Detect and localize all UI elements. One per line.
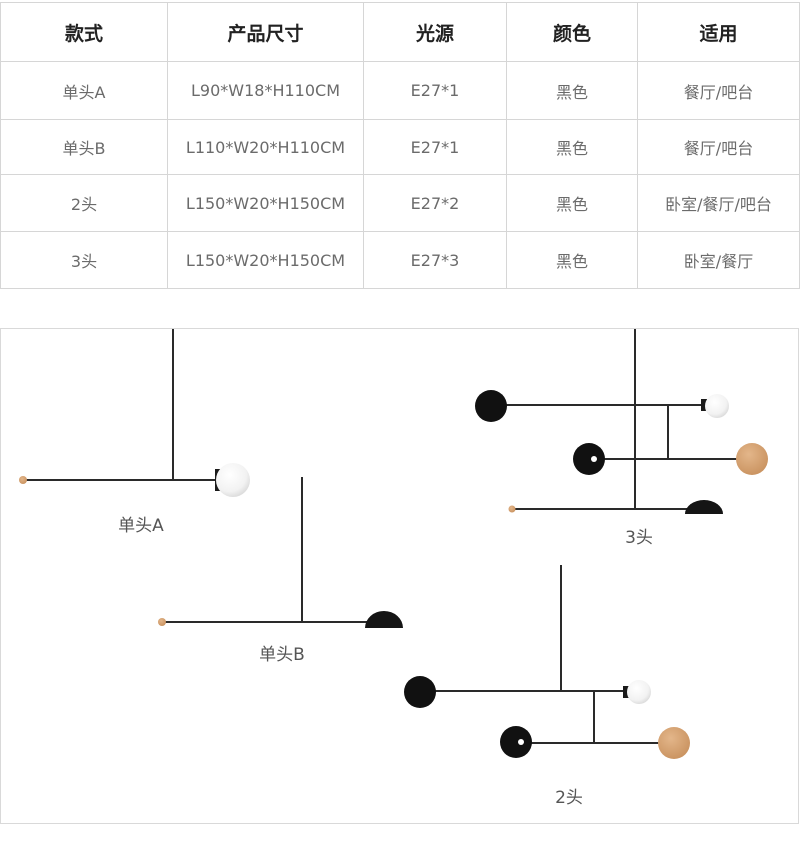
spec-table: 款式 产品尺寸 光源 颜色 适用 单头A L90*W18*H110CM E27*… [0, 2, 800, 289]
dome-shade [685, 500, 723, 514]
cell-light-source: E27*2 [363, 174, 507, 232]
black-disc-shade [573, 443, 605, 475]
header-usage: 适用 [637, 2, 800, 62]
black-disc-shade [500, 726, 532, 758]
cell-color: 黑色 [506, 61, 638, 120]
table-row: 单头A L90*W18*H110CM E27*1 黑色 餐厅/吧台 [0, 61, 800, 120]
lamp-illustrations: 单头A 单头B 3 [19, 329, 768, 808]
wood-counterweight [19, 476, 27, 484]
table-row: 单头B L110*W20*H110CM E27*1 黑色 餐厅/吧台 [0, 119, 800, 175]
cell-color: 黑色 [506, 231, 638, 289]
bulb-opening [518, 739, 524, 745]
cell-style: 单头A [0, 61, 168, 120]
wood-disc-weight [736, 443, 768, 475]
caption-single-a: 单头A [118, 516, 164, 536]
lamp-illustration-panel: 单头A 单头B 3 [0, 328, 799, 824]
cell-color: 黑色 [506, 174, 638, 232]
cell-size: L150*W20*H150CM [167, 174, 364, 232]
cell-color: 黑色 [506, 119, 638, 175]
cell-usage: 卧室/餐厅 [637, 231, 800, 289]
cell-usage: 餐厅/吧台 [637, 119, 800, 175]
cell-light-source: E27*3 [363, 231, 507, 289]
black-disc-weight [404, 676, 436, 708]
header-light-source: 光源 [363, 2, 507, 62]
header-style: 款式 [0, 2, 168, 62]
cell-style: 单头B [0, 119, 168, 175]
caption-single-b: 单头B [259, 645, 305, 665]
caption-three-head: 3头 [625, 528, 653, 548]
glass-globe-shade [705, 394, 729, 418]
cell-usage: 餐厅/吧台 [637, 61, 800, 120]
glass-globe-shade [627, 680, 651, 704]
wood-disc-weight [658, 727, 690, 759]
caption-two-head: 2头 [555, 788, 583, 808]
cell-light-source: E27*1 [363, 61, 507, 120]
wood-counterweight [508, 505, 516, 513]
lamp-single-a: 单头A [19, 329, 250, 536]
lamp-three-head: 3头 [475, 329, 768, 548]
table-header-row: 款式 产品尺寸 光源 颜色 适用 [0, 2, 800, 62]
table-row: 2头 L150*W20*H150CM E27*2 黑色 卧室/餐厅/吧台 [0, 174, 800, 232]
cell-light-source: E27*1 [363, 119, 507, 175]
cell-size: L110*W20*H110CM [167, 119, 364, 175]
header-size: 产品尺寸 [167, 2, 364, 62]
cell-usage: 卧室/餐厅/吧台 [637, 174, 800, 232]
bulb-opening [591, 456, 597, 462]
lamp-holder [623, 686, 629, 698]
cell-size: L90*W18*H110CM [167, 61, 364, 120]
table-row: 3头 L150*W20*H150CM E27*3 黑色 卧室/餐厅 [0, 231, 800, 289]
cell-style: 2头 [0, 174, 168, 232]
dome-shade [365, 611, 403, 628]
header-color: 颜色 [506, 2, 638, 62]
lamp-two-head: 2头 [404, 565, 690, 808]
cell-size: L150*W20*H150CM [167, 231, 364, 289]
wood-counterweight [158, 618, 166, 626]
lamp-holder [701, 399, 707, 411]
glass-globe-shade [216, 463, 250, 497]
black-disc-weight [475, 390, 507, 422]
lamp-single-b: 单头B [158, 477, 403, 665]
cell-style: 3头 [0, 231, 168, 289]
